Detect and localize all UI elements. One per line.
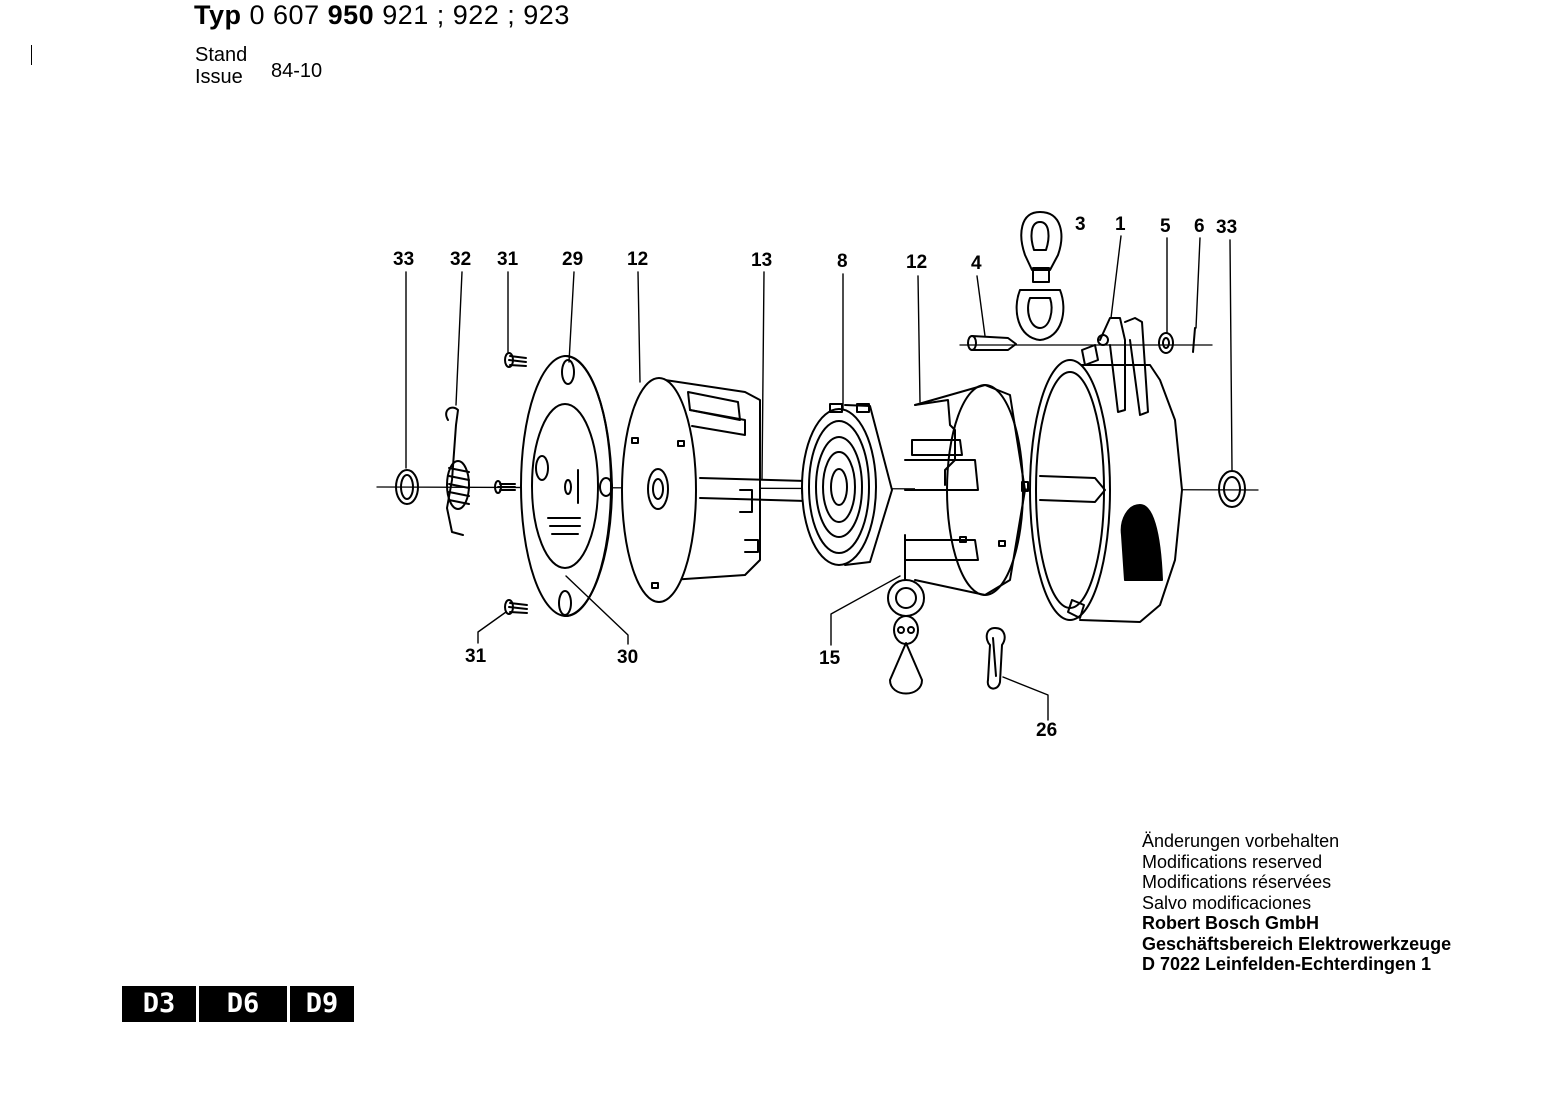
note-german: Änderungen vorbehalten <box>1142 831 1340 851</box>
screw-middle <box>494 480 516 494</box>
retaining-ring-right <box>1218 470 1246 508</box>
part-number-variants: 921 ; 922 ; 923 <box>382 0 570 30</box>
callout-15: 15 <box>819 648 841 669</box>
issue-label: Issue <box>195 66 243 88</box>
callout-13: 13 <box>751 250 773 271</box>
callout-33-left: 33 <box>393 249 415 270</box>
spring-cassette <box>801 403 893 566</box>
callout-12-right: 12 <box>906 252 928 273</box>
page-code-d3: D3 <box>122 986 196 1022</box>
cotter-pin <box>1192 327 1196 353</box>
note-english: Modifications reserved <box>1142 851 1323 872</box>
snap-hook <box>985 627 1006 690</box>
page-code-bar: D3 D6 D9 <box>122 986 354 1022</box>
callout-12-left: 12 <box>627 249 649 270</box>
end-plate <box>520 355 613 617</box>
margin-mark <box>31 45 32 65</box>
typ-label: Typ <box>194 0 242 30</box>
company-division: Geschäftsbereich Elektrowerkzeuge <box>1142 933 1452 954</box>
callout-4: 4 <box>971 253 982 274</box>
callout-26: 26 <box>1036 720 1058 741</box>
callout-1: 1 <box>1115 214 1126 235</box>
callout-6: 6 <box>1194 216 1205 237</box>
part-number-prefix: 0 607 <box>249 0 320 30</box>
leader-lines <box>405 235 1233 721</box>
callout-32: 32 <box>450 249 472 270</box>
stand-label: Stand <box>195 44 248 66</box>
note-french: Modifications réservées <box>1142 872 1332 892</box>
issue-date: 84-10 <box>271 60 323 82</box>
screw-bottom <box>504 599 528 615</box>
callout-3: 3 <box>1075 214 1086 235</box>
company-address: D 7022 Leinfelden-Echterdingen 1 <box>1142 954 1432 974</box>
callout-33-right: 33 <box>1216 217 1238 238</box>
retaining-ring-left <box>395 469 419 505</box>
type-number-title: Typ 0 607 950 921 ; 922 ; 923 <box>194 0 570 31</box>
note-spanish: Salvo modificaciones <box>1142 892 1312 913</box>
callout-8: 8 <box>837 251 848 272</box>
footer-notes: Änderungen vorbehalten Modifications res… <box>1142 831 1451 975</box>
callout-5: 5 <box>1160 216 1171 237</box>
washer <box>1158 332 1174 354</box>
company-name: Robert Bosch GmbH <box>1142 913 1320 933</box>
part-number-bold: 950 <box>327 0 375 30</box>
callout-31-top: 31 <box>497 249 519 270</box>
callout-29: 29 <box>562 249 584 270</box>
mounting-pin <box>967 335 1017 351</box>
callout-30: 30 <box>617 647 639 668</box>
page-code-d6: D6 <box>199 986 287 1022</box>
page-code-d9: D9 <box>290 986 354 1022</box>
main-housing <box>1029 317 1183 623</box>
stand-issue-labels: Stand Issue <box>195 44 247 88</box>
torsion-spring <box>445 406 470 536</box>
callout-31-bottom: 31 <box>465 646 487 667</box>
swivel-eyelet <box>1015 211 1065 341</box>
screw-top <box>504 352 527 368</box>
spool-housing-left <box>621 377 761 603</box>
cable-stop <box>887 534 925 695</box>
guide-drum <box>904 384 1029 596</box>
